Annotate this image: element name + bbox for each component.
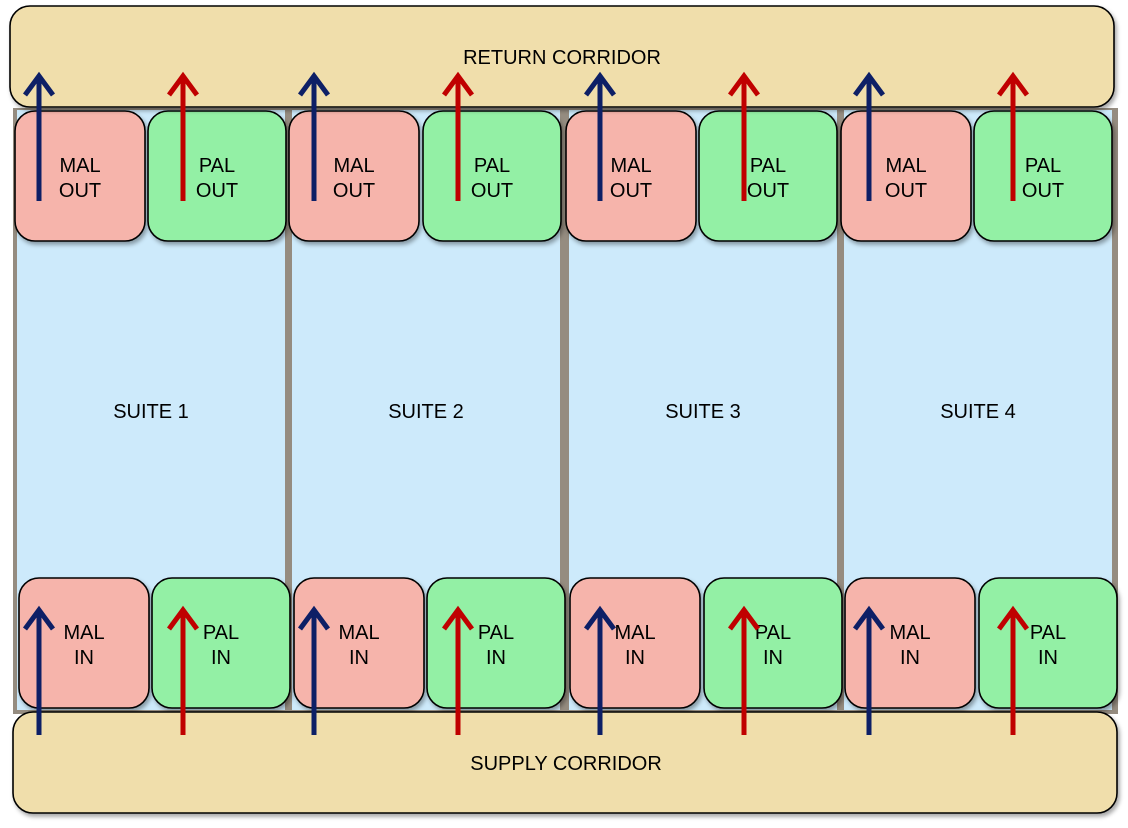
suite-2-pal-in-arrow [441, 605, 475, 735]
return-corridor-box [9, 5, 1115, 108]
suite-4-mal-out-arrow [852, 71, 886, 201]
suite-3-mal-in-arrow [583, 605, 617, 735]
suite-1-mal-in-arrow [22, 605, 56, 735]
suite-4-pal-out-arrow [996, 71, 1030, 201]
suite-1-mal-in-airlock-box [18, 577, 150, 709]
suite-1-pal-out-arrow [166, 71, 200, 201]
suite-4-pal-out-airlock-box [973, 110, 1113, 242]
suite-1-pal-in-airlock-box [151, 577, 291, 709]
suite-4-mal-out-airlock-box [840, 110, 972, 242]
return-corridor: RETURN CORRIDOR [9, 5, 1115, 108]
suite-3-pal-in-arrow [727, 605, 761, 735]
return-corridor-label: RETURN CORRIDOR [463, 47, 661, 69]
supply-corridor: SUPPLY CORRIDOR [12, 711, 1118, 814]
suite-2-pal-in-airlock-box [426, 577, 566, 709]
suite-1-mal-out-airlock-box [14, 110, 146, 242]
suite-4-mal-in-arrow [852, 605, 886, 735]
suite-2-mal-out-airlock-box [288, 110, 420, 242]
suite-3-pal-out-airlock-box [698, 110, 838, 242]
suite-1-label: SUITE 1 [113, 401, 189, 423]
suite-4-pal-in-arrow [996, 605, 1030, 735]
suite-3-pal-in-airlock-box [703, 577, 843, 709]
supply-corridor-box [12, 711, 1118, 814]
suite-2-mal-in-arrow [297, 605, 331, 735]
suite-3-mal-out-arrow [583, 71, 617, 201]
suite-2-label: SUITE 2 [388, 401, 464, 423]
suite-4-label: SUITE 4 [940, 401, 1016, 423]
suite-3-label: SUITE 3 [665, 401, 741, 423]
suite-3-pal-out-arrow [727, 71, 761, 201]
supply-corridor-label: SUPPLY CORRIDOR [470, 753, 662, 775]
suite-2-mal-in-airlock-box [293, 577, 425, 709]
suite-4-mal-in-airlock-box [844, 577, 976, 709]
suite-1-mal-out-arrow [22, 71, 56, 201]
suite-2-mal-out-arrow [297, 71, 331, 201]
suite-1-pal-in-arrow [166, 605, 200, 735]
suite-2-pal-out-arrow [441, 71, 475, 201]
